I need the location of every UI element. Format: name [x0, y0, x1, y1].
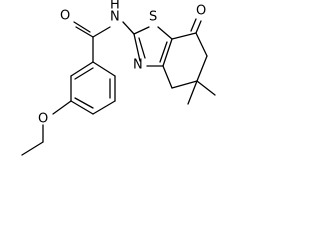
- bond-benz-4-inner: [74, 97, 94, 109]
- bond-carbonyl-o-2: [73, 21, 91, 33]
- bond-n-c2-ring: [133, 33, 141, 62]
- bond-carbonyl-o-1: [75, 26, 94, 38]
- bond-n-c2-ring-inner: [138, 37, 146, 59]
- bond-c4-c3a: [162, 65, 173, 89]
- atom-labels: O N H S N O O: [38, 0, 206, 127]
- bond-benz-6-inner: [74, 67, 94, 80]
- atom-o-amide: O: [60, 9, 70, 24]
- atom-s-ring: S: [149, 10, 157, 25]
- chemical-structure-diagram: O N H S N O O: [21, 0, 216, 156]
- bond-benz-6: [70, 61, 94, 77]
- bond-benz-1: [92, 61, 116, 77]
- bond-methyl-1: [196, 80, 216, 96]
- bond-benz-4: [70, 100, 94, 115]
- atom-o-ketone: O: [196, 4, 206, 19]
- bond-methyl-2: [187, 80, 198, 105]
- bond-ch2-ch3: [21, 141, 44, 156]
- bond-n-c2: [122, 21, 135, 35]
- bond-s-c7a: [157, 26, 173, 40]
- bond-c2-s: [133, 26, 150, 35]
- bond-c7a-c3a-inner: [159, 41, 168, 63]
- bond-c5-c4: [171, 80, 198, 89]
- bond-c7-c6: [195, 32, 208, 57]
- atom-n-amide: N: [110, 10, 120, 25]
- bond-c7a-c7: [171, 32, 197, 40]
- bond-amide-cn: [92, 26, 111, 38]
- atom-h-amide: H: [110, 0, 120, 13]
- bond-benz-3: [92, 100, 116, 115]
- bonds: [21, 18, 216, 156]
- atom-o-ether: O: [38, 112, 48, 127]
- bond-ketone-1: [195, 20, 202, 34]
- bond-c6-c5: [196, 55, 208, 82]
- bond-c7a-c3a: [162, 38, 173, 67]
- atom-n-ring: N: [133, 58, 143, 73]
- bond-ketone-2: [190, 18, 197, 32]
- bond-ring-o-ether: [52, 100, 72, 115]
